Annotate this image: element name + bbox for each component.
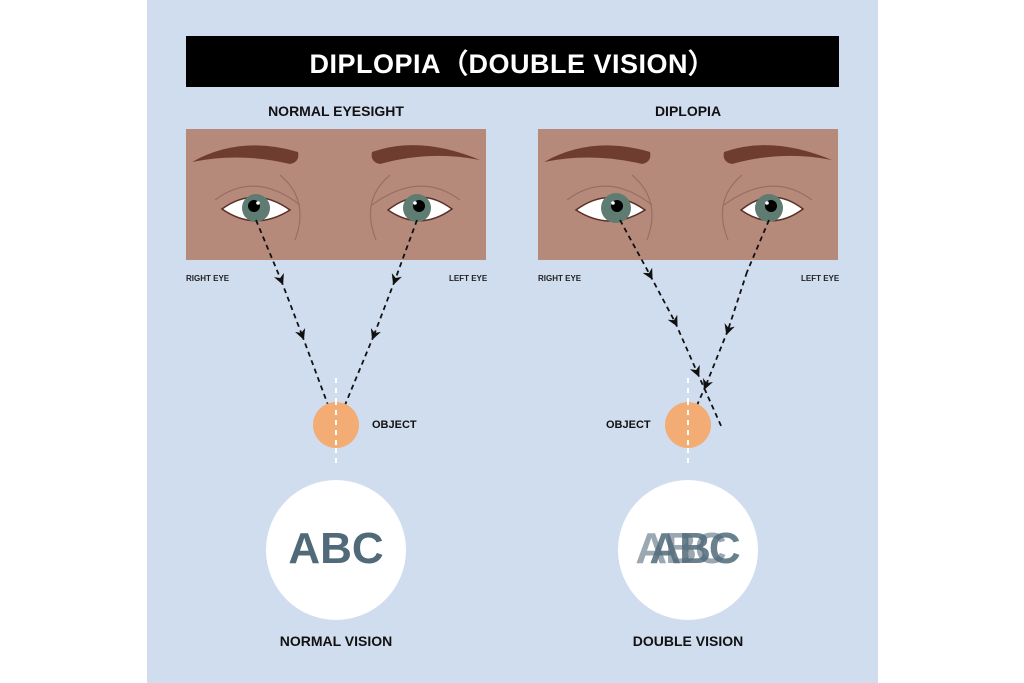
double-vision-caption: DOUBLE VISION (632, 633, 744, 649)
right-eye-label-diplopia: RIGHT EYE (538, 274, 582, 283)
left-eyebrow-icon (371, 145, 480, 164)
diplopia-heading: DIPLOPIA (654, 103, 722, 119)
normal-vision-circle (266, 480, 406, 620)
double-vision-letters: ABC (649, 524, 740, 573)
right-eyebrow-icon (192, 145, 299, 164)
title-banner: DIPLOPIA（DOUBLE VISION） (186, 36, 839, 87)
page-title: DIPLOPIA（DOUBLE VISION） (309, 49, 716, 79)
right-eye-label-normal: RIGHT EYE (186, 274, 230, 283)
normal-sight-lines (255, 219, 418, 406)
diplopia-eyes-face (538, 129, 838, 260)
left-eye-label-diplopia: LEFT EYE (801, 274, 840, 283)
object-label-diplopia: OBJECT (606, 419, 651, 431)
diplopia-sight-lines (619, 219, 770, 429)
normal-vision-caption: NORMAL VISION (279, 633, 393, 649)
left-eye-label-normal: LEFT EYE (449, 274, 488, 283)
normal-eyes-face (186, 129, 486, 260)
object-label-normal: OBJECT (372, 419, 417, 431)
left-eye-icon (739, 194, 805, 222)
right-eye-icon (220, 194, 292, 222)
left-eye-icon (386, 194, 454, 222)
normal-eyesight-heading: NORMAL EYESIGHT (268, 103, 404, 119)
double-vision-circle (618, 480, 758, 620)
double-vision-letters-ghost: ABC (635, 524, 726, 573)
right-eye-deviated-icon (574, 193, 647, 223)
normal-vision-letters: ABC (288, 524, 384, 573)
